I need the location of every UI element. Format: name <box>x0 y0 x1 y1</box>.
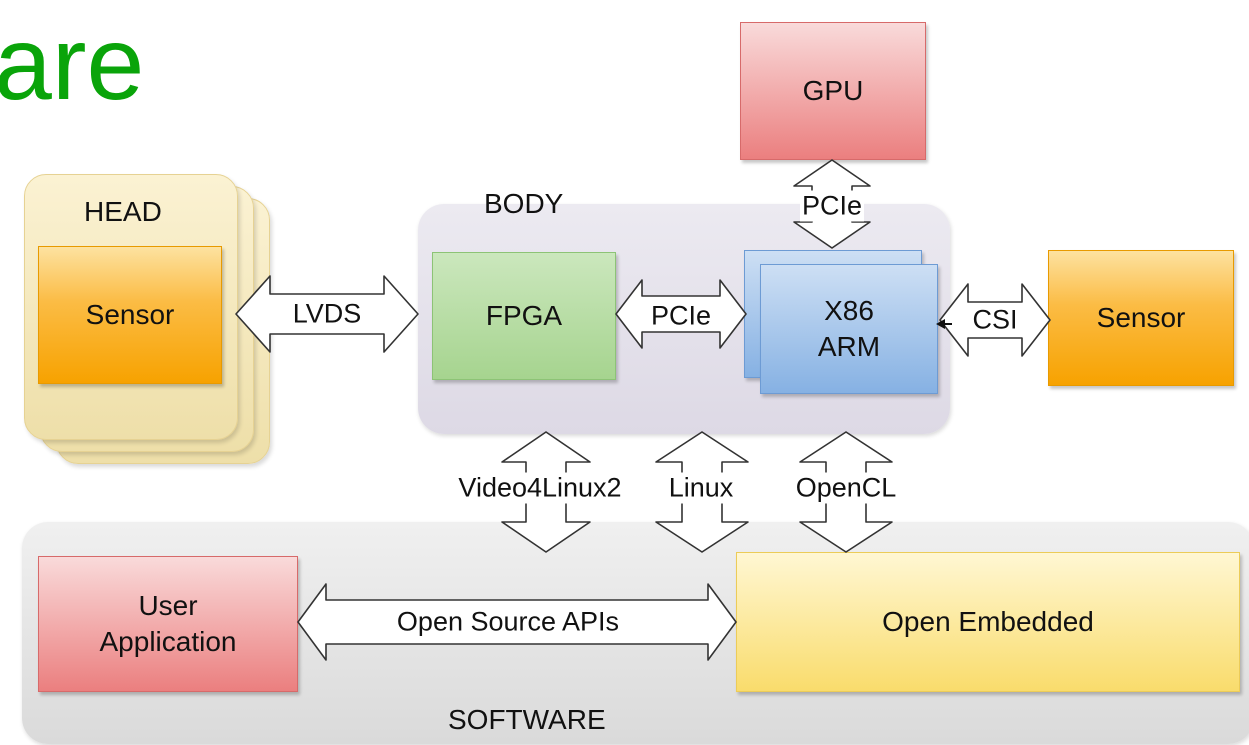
csi-label: CSI <box>972 304 1018 335</box>
right-sensor-label: Sensor <box>1096 301 1186 333</box>
head-sensor-box: Sensor <box>38 246 222 384</box>
user-application-label-line2: Application <box>99 626 237 657</box>
csi-arrow <box>939 283 1051 357</box>
gpu-box: GPU <box>740 22 926 160</box>
user-application-box: User Application <box>38 556 298 692</box>
head-sensor-label: Sensor <box>85 298 175 330</box>
right-sensor-box: Sensor <box>1048 250 1234 386</box>
open-embedded-label: Open Embedded <box>882 605 1094 637</box>
software-label: SOFTWARE <box>448 704 606 735</box>
body-label: BODY <box>484 188 564 219</box>
gpu-label: GPU <box>802 74 864 106</box>
cpu-box: X86 ARM <box>760 264 938 394</box>
video4linux2-label: Video4Linux2 <box>456 472 624 504</box>
open-embedded-box: Open Embedded <box>736 552 1240 692</box>
linux-label: Linux <box>666 472 736 504</box>
fpga-box: FPGA <box>432 252 616 380</box>
open-source-apis-arrow <box>297 583 737 661</box>
pcie-fpga-cpu-arrow <box>615 279 747 349</box>
slide-title: are <box>0 6 145 122</box>
cpu-label-arm: ARM <box>817 331 881 362</box>
open-source-apis-label: Open Source APIs <box>396 606 620 637</box>
pcie-gpu-label: PCIe <box>799 190 865 222</box>
pcie-fpga-cpu-label: PCIe <box>650 300 712 331</box>
lvds-label: LVDS <box>292 298 362 329</box>
fpga-label: FPGA <box>485 299 563 331</box>
opencl-label: OpenCL <box>793 472 899 504</box>
cpu-label-x86: X86 <box>824 294 874 326</box>
head-label: HEAD <box>84 196 162 227</box>
lvds-arrow <box>235 275 419 353</box>
user-application-label-line1: User <box>138 589 198 621</box>
